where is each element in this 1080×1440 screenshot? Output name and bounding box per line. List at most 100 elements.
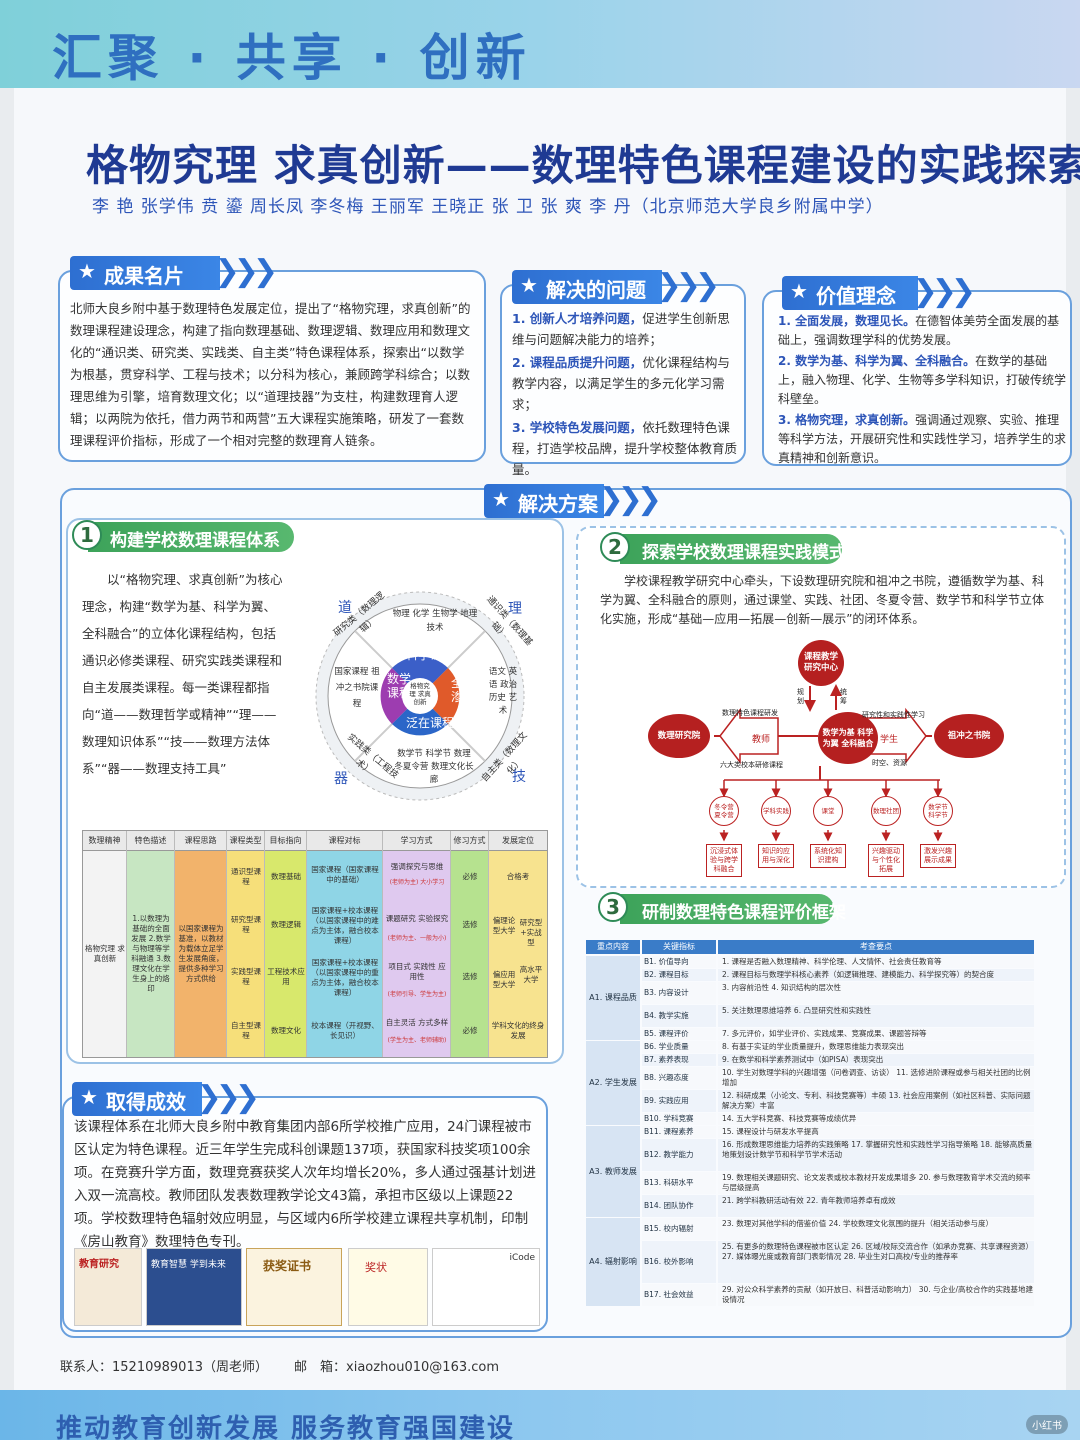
part2-heading: 探索学校数理课程实践模式 bbox=[642, 543, 846, 563]
contact-email-label: 邮 箱： bbox=[294, 1360, 347, 1375]
table-header-cell: 课程类型 bbox=[227, 831, 265, 851]
flow-label-time: 时空、资源 bbox=[872, 759, 907, 767]
eval-detail: 16. 形成数理思维能力培养的实践策略 17. 掌握研究性和实践性学习指导策略 … bbox=[718, 1139, 1034, 1171]
table-col bbox=[451, 851, 489, 1057]
table-col bbox=[265, 851, 307, 1057]
table-header-cell: 特色描述 bbox=[127, 831, 175, 851]
eval-key-indicator: B9. 实践应用 bbox=[642, 1090, 716, 1112]
bottom-banner: 推动教育创新发展 服务教育强国建设 小红书 bbox=[0, 1390, 1080, 1440]
eval-detail: 2. 课程目标与数理学科核心素养（如逻辑推理、建模能力、科学探究等）的契合度 bbox=[718, 969, 1034, 981]
eval-detail: 23. 数理对其他学科的借鉴价值 24. 学校数理文化氛围的提升（相关活动参与度… bbox=[718, 1218, 1034, 1240]
solution-heading: 解决方案 bbox=[518, 492, 598, 516]
achievement-card-box bbox=[58, 270, 486, 462]
values-header: ★ 价值理念 ❯❯❯ bbox=[782, 276, 976, 310]
watermark: 小红书 bbox=[1026, 1415, 1068, 1434]
table-cell: (老师为主、一般为小) bbox=[387, 935, 447, 942]
values-list: 1. 全面发展，数理见长。在德智体美劳全面发展的基础上，强调数理学科的优势发展。… bbox=[778, 312, 1066, 470]
authors-line: 李 艳 张学伟 贲 鎏 周长凤 李冬梅 王丽军 王晓正 张 卫 张 爽 李 丹（… bbox=[92, 197, 884, 217]
eval-detail: 7. 多元评价，如学业评价、实践成果、竞赛成果、课题答辩等 bbox=[718, 1028, 1034, 1040]
flow-outcome: 知识的应用与深化 bbox=[758, 844, 794, 868]
achievement-card-heading: 成果名片 bbox=[104, 264, 184, 288]
table-cell: 项目式 实践性 应用性 bbox=[388, 962, 446, 981]
eval-category: A3. 教师发展 bbox=[586, 1126, 640, 1217]
wheel-quadrant-pervasive: 泛在课程 bbox=[405, 716, 454, 730]
star-icon: ★ bbox=[790, 279, 808, 303]
table-cell: 研究型课程 bbox=[231, 915, 261, 934]
eval-key-indicator: B15. 校内辐射 bbox=[642, 1218, 716, 1240]
part3-number-badge: 3 bbox=[598, 892, 628, 922]
wheel-center-label: 格物究理 求真创新 bbox=[409, 682, 431, 706]
chevron-arrows-icon: ❯❯❯ bbox=[656, 268, 720, 303]
eval-detail: 12. 科研成果（小论文、专利、科技竞赛等）丰硕 13. 社会应用案例（如社区科… bbox=[718, 1090, 1034, 1112]
eval-key-indicator: B4. 教学实施 bbox=[642, 1005, 716, 1027]
table-col bbox=[383, 851, 451, 1057]
flow-outcome: 兴趣驱动与个性化拓展 bbox=[868, 844, 904, 877]
table-cell: 合格考 bbox=[506, 872, 530, 881]
flow-node-right: 祖冲之书院 bbox=[934, 714, 1004, 758]
top-banner: 汇聚 · 共享 · 创新 bbox=[0, 0, 1080, 88]
problems-header: ★ 解决的问题 ❯❯❯ bbox=[512, 270, 720, 304]
eval-key-indicator: B10. 学科竞赛 bbox=[642, 1113, 716, 1125]
wheel-right-items: 语文 英语 政治 历史 艺术 bbox=[488, 667, 518, 716]
list-item: 3. 格物究理，求真创新。强调通过观察、实验、推理等科学方法，开展研究性和实践性… bbox=[778, 413, 1067, 465]
flow-label-left-top: 数理特色课程研发 bbox=[722, 709, 778, 717]
results-text: 该课程体系在北师大良乡附中教育集团内部6所学校推广应用，24门课程被市区认定为特… bbox=[74, 1119, 537, 1250]
corner-li: 理 bbox=[508, 601, 522, 617]
eval-header: 重点内容 bbox=[586, 940, 640, 954]
eval-detail: 5. 关注数理思维培养 6. 凸显研究性和实践性 bbox=[718, 1005, 1034, 1027]
results-photo-stage: 教育智慧 学到未来 bbox=[146, 1248, 242, 1326]
eval-header: 考查要点 bbox=[718, 940, 1034, 954]
contact-phone: 联系人：15210989013（周老师） bbox=[60, 1356, 268, 1375]
table-cell: 高水平大学 bbox=[519, 965, 543, 984]
flow-label-student: 学生 bbox=[880, 735, 899, 745]
course-wheel bbox=[300, 590, 540, 810]
table-cell: 数理逻辑 bbox=[271, 920, 301, 929]
table-col bbox=[227, 851, 265, 1057]
table-cell: 1.以数理为基础的全面发展 2.数学与物理等学科融通 3.数理文化在学生身上的烙… bbox=[131, 914, 171, 993]
table-header-cell: 发展定位 bbox=[502, 836, 534, 845]
table-cell: 自主型课程 bbox=[231, 1021, 261, 1040]
table-cell: 研究型+实战型 bbox=[519, 918, 543, 947]
corner-dao: 道 bbox=[338, 600, 352, 616]
footer-slogan: 推动教育创新发展 服务教育强国建设 bbox=[56, 1414, 516, 1440]
flow-outcome: 系统化知识建构 bbox=[810, 844, 846, 868]
table-header-cell: 课程思路 bbox=[175, 831, 227, 851]
table-col bbox=[307, 851, 383, 1057]
chevron-arrows-icon: ❯❯❯ bbox=[214, 254, 278, 289]
values-box bbox=[762, 290, 1072, 466]
table-cell: 必修 bbox=[462, 1026, 478, 1035]
table-cell: 以国家课程为基准，以教材为载体立足学生发展角度，提供多种学习方式供给 bbox=[178, 924, 224, 983]
table-cell: 选修 bbox=[462, 972, 478, 981]
list-item: 1. 全面发展，数理见长。在德智体美劳全面发展的基础上，强调数理学科的优势发展。 bbox=[778, 314, 1060, 347]
photo-caption: 教育研究 bbox=[79, 1259, 119, 1270]
part2-number-badge: 2 bbox=[600, 532, 630, 562]
eval-key-indicator: B6. 学业质量 bbox=[642, 1041, 716, 1053]
flow-label-left-bottom: 六大类校本研修课程 bbox=[720, 761, 783, 769]
chevron-arrows-icon: ❯❯❯ bbox=[912, 274, 976, 309]
part1-heading: 构建学校数理课程体系 bbox=[110, 531, 280, 551]
list-item: 1. 创新人才培养问题，促进学生创新思维与问题解决能力的培养； bbox=[512, 311, 730, 347]
table-cell: 数理文化 bbox=[271, 1026, 301, 1035]
part1-number-badge: 1 bbox=[72, 520, 102, 550]
eval-detail: 14. 五大学科竞赛、科技竞赛等成绩优异 bbox=[718, 1113, 1034, 1125]
eval-key-indicator: B12. 教学能力 bbox=[642, 1139, 716, 1171]
table-cell: 国家课程+校本课程（以国家课程中的重点为主体，融合校本课程） bbox=[311, 958, 379, 997]
table-header-row: 数理精神 特色描述 课程思路 课程类型 目标指向 课程对标 学习方式 修习方式 … bbox=[83, 831, 547, 851]
eval-category: A4. 辐射影响 bbox=[586, 1218, 640, 1306]
flow-outcome: 沉浸式体验与跨学科融合 bbox=[706, 844, 742, 877]
results-heading: 取得成效 bbox=[106, 1090, 186, 1114]
wheel-quadrant-all: 全科渗透 bbox=[450, 676, 475, 704]
table-cell: 强调探究与思维 bbox=[390, 862, 444, 871]
photo-caption: 奖状 bbox=[365, 1261, 387, 1274]
wheel-top-items: 物理 化学 生物学 地理 技术 bbox=[392, 609, 478, 633]
values-heading: 价值理念 bbox=[816, 284, 896, 308]
corner-ji: 技 bbox=[512, 769, 526, 785]
flow-bubble: 课堂 bbox=[813, 796, 843, 826]
contact-email: 邮 箱：xiaozhou010@163.com bbox=[294, 1356, 499, 1375]
table-cell: 数理基础 bbox=[271, 872, 301, 881]
results-header: ★ 取得成效 ❯❯❯ bbox=[72, 1082, 260, 1116]
eval-key-indicator: B13. 科研水平 bbox=[642, 1172, 716, 1194]
table-cell: (学生为主、老师辅助) bbox=[387, 1037, 447, 1044]
table-cell: 实践型课程 bbox=[231, 967, 261, 986]
